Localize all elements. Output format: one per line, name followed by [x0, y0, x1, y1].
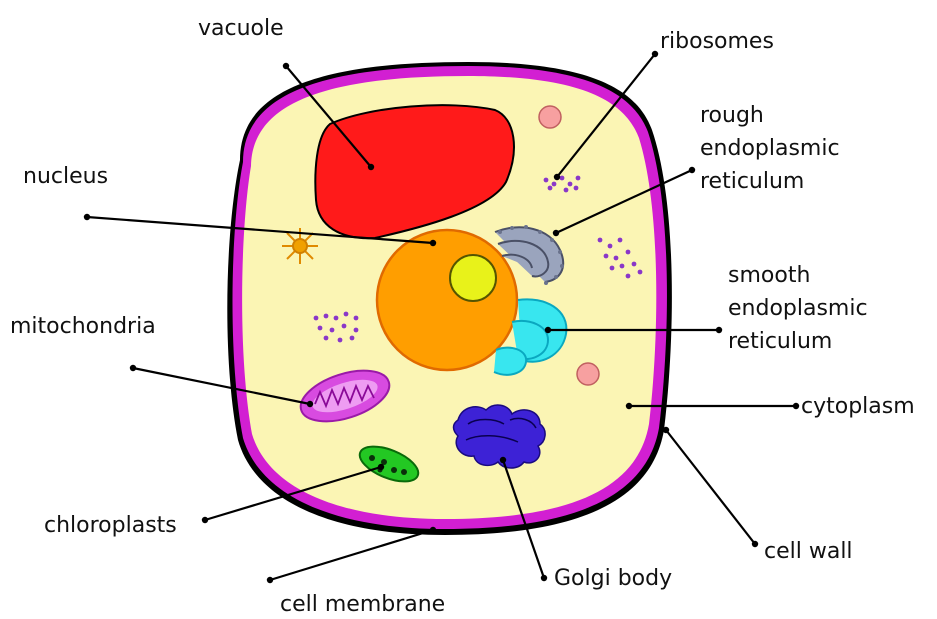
- label-rough-er-line1: rough: [700, 103, 764, 128]
- label-cytoplasm: cytoplasm: [801, 394, 915, 419]
- label-cell-wall: cell wall: [764, 539, 853, 564]
- leader-cell-wall: [666, 430, 755, 544]
- label-nucleus: nucleus: [23, 164, 108, 189]
- label-vacuole: vacuole: [198, 16, 284, 41]
- leader-cell-membrane: [270, 530, 433, 580]
- label-smooth-er: smooth endoplasmic reticulum: [728, 263, 875, 354]
- label-rough-er-line3: reticulum: [700, 169, 804, 194]
- nucleolus: [450, 255, 496, 301]
- label-smooth-er-line1: smooth: [728, 263, 810, 288]
- label-cell-membrane: cell membrane: [280, 592, 445, 617]
- label-golgi-body: Golgi body: [554, 566, 672, 591]
- label-ribosomes: ribosomes: [660, 29, 774, 54]
- lysosome: [577, 363, 599, 385]
- label-mitochondria: mitochondria: [10, 314, 156, 339]
- label-smooth-er-line2: endoplasmic: [728, 296, 868, 321]
- label-chloroplasts: chloroplasts: [44, 513, 177, 538]
- label-smooth-er-line3: reticulum: [728, 329, 832, 354]
- label-rough-er: rough endoplasmic reticulum: [700, 103, 847, 194]
- label-rough-er-line2: endoplasmic: [700, 136, 840, 161]
- lysosome: [539, 106, 561, 128]
